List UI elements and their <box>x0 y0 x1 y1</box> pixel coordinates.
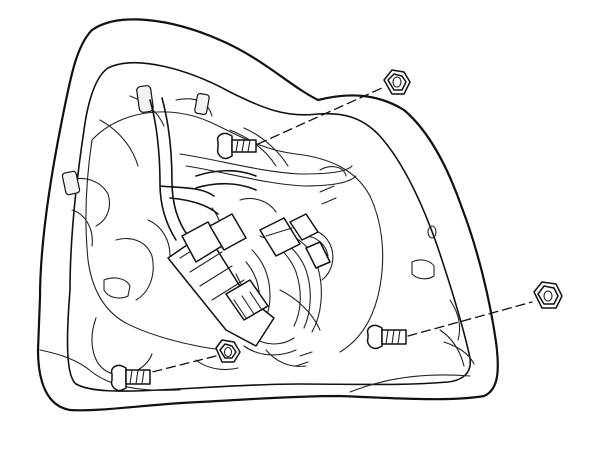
lens-recess <box>91 111 384 353</box>
fastener-right <box>366 281 563 350</box>
electrical-connector <box>167 213 331 347</box>
lamp-housing <box>36 18 499 412</box>
fastener-bottom-left <box>110 339 241 392</box>
hex-nut-icon <box>533 281 563 309</box>
alignment-line-top <box>257 87 383 145</box>
housing-inner-rim <box>66 61 472 392</box>
alignment-line-bottom <box>151 355 217 373</box>
hex-nut-icon <box>383 69 411 95</box>
stud-bolt-icon <box>110 364 151 392</box>
stud-bolt-icon <box>216 132 257 160</box>
fastener-top <box>216 69 411 160</box>
connector-latch <box>225 279 269 321</box>
alignment-line-right <box>407 301 533 337</box>
hex-nut-icon <box>215 339 241 363</box>
stud-bolt-icon <box>366 324 407 350</box>
housing-outer-edge <box>36 18 499 412</box>
housing-lower-flange <box>39 349 181 391</box>
connector-body <box>167 231 275 347</box>
